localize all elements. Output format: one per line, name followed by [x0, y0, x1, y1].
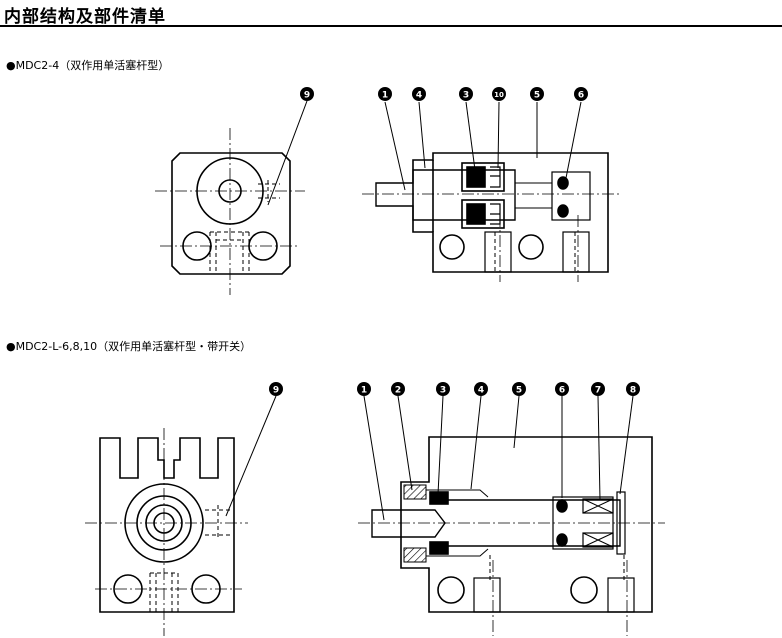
callout-badges: 9 1 4 3 10 5 6 9: [269, 87, 640, 396]
svg-text:3: 3: [463, 91, 469, 101]
callout-s2-sec-a: 1: [357, 382, 371, 396]
svg-text:5: 5: [534, 91, 540, 101]
svg-text:10: 10: [494, 91, 504, 99]
svg-text:6: 6: [578, 91, 584, 101]
callout-s2-end-9: 9: [269, 382, 283, 396]
svg-text:3: 3: [440, 386, 446, 396]
callout-s1-sec-a: 1: [378, 87, 392, 101]
callout-s1-end-9: 9: [300, 87, 314, 101]
page-title: 内部结构及部件清单: [4, 7, 166, 27]
callout-s1-sec-f: 6: [574, 87, 588, 101]
svg-text:1: 1: [382, 91, 388, 101]
svg-text:9: 9: [304, 91, 310, 101]
callout-s2-sec-f: 6: [555, 382, 569, 396]
section-1-end-view: [155, 100, 308, 295]
callout-s1-sec-e: 5: [530, 87, 544, 101]
svg-text:8: 8: [630, 386, 636, 396]
callout-s2-sec-c: 3: [436, 382, 450, 396]
section-1-sectional-view: [362, 101, 622, 282]
section-2-sectional-view: [358, 395, 665, 636]
callout-s2-sec-e: 5: [512, 382, 526, 396]
section-1-label: ●MDC2-4（双作用单活塞杆型）: [6, 59, 170, 72]
svg-text:2: 2: [395, 386, 401, 396]
callout-s1-sec-b: 4: [412, 87, 426, 101]
svg-text:5: 5: [516, 386, 522, 396]
callout-s1-sec-c: 3: [459, 87, 473, 101]
section-2-end-view: [85, 395, 277, 636]
section-2-label: ●MDC2-L-6,8,10（双作用单活塞杆型・带开关）: [6, 340, 252, 353]
callout-s2-sec-g: 7: [591, 382, 605, 396]
svg-text:7: 7: [595, 386, 601, 396]
callout-s2-sec-d: 4: [474, 382, 488, 396]
svg-text:4: 4: [478, 386, 484, 396]
svg-text:1: 1: [361, 386, 367, 396]
callout-s2-sec-b: 2: [391, 382, 405, 396]
callout-s2-sec-h: 8: [626, 382, 640, 396]
callout-s1-sec-d: 10: [492, 87, 506, 101]
svg-text:6: 6: [559, 386, 565, 396]
svg-text:9: 9: [273, 386, 279, 396]
svg-text:4: 4: [416, 91, 422, 101]
title-divider: [0, 25, 782, 27]
